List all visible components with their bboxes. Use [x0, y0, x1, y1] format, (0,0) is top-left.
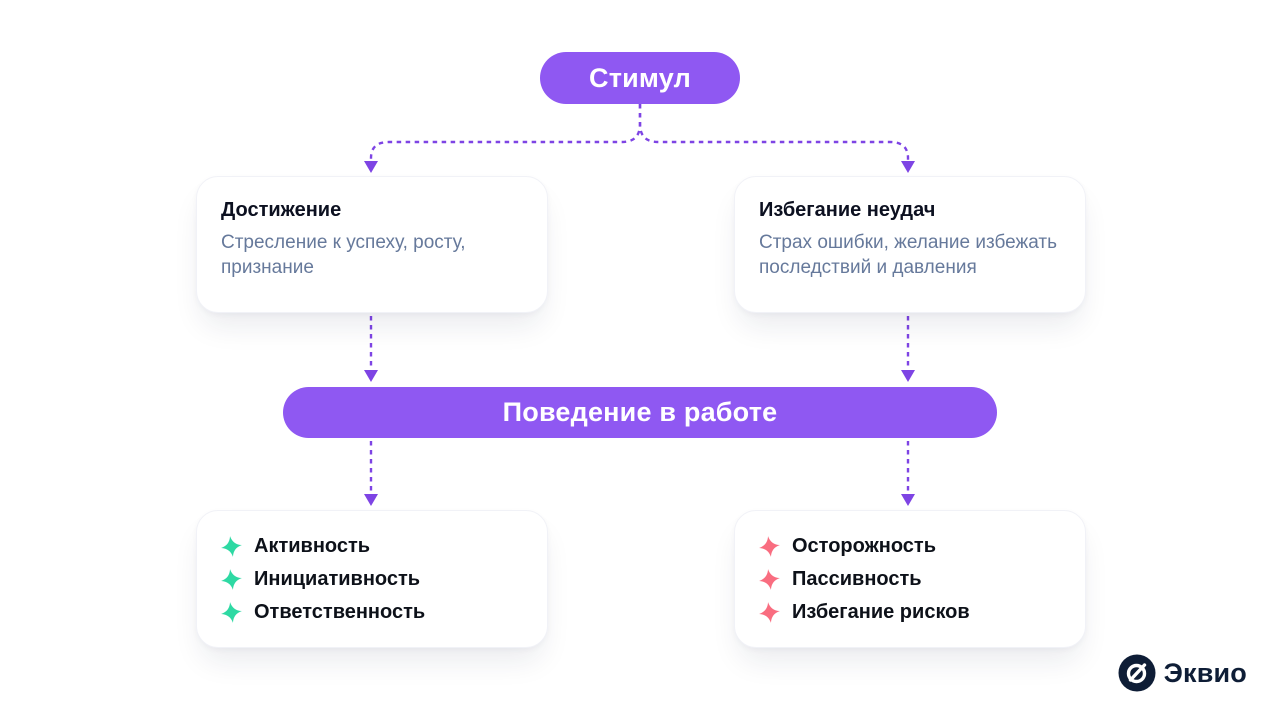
sparkle-icon — [759, 536, 780, 557]
avoidance-card: Избегание неудач Страх ошибки, желание и… — [734, 176, 1086, 313]
list-item: Активность — [221, 535, 523, 558]
avoidance-description: Страх ошибки, желание избежать последств… — [759, 232, 1057, 279]
negative-trait-label: Осторожность — [792, 535, 937, 557]
positive-trait-label: Ответственность — [254, 601, 426, 623]
sparkle-icon — [221, 536, 242, 557]
ekvio-logo-text: Эквио — [1163, 657, 1247, 688]
negative-trait-label: Избегание рисков — [792, 601, 970, 623]
stimulus-node: Стимул — [540, 52, 740, 104]
sparkle-icon — [221, 602, 242, 623]
stimulus-label: Стимул — [589, 62, 691, 93]
ekvio-logo-icon — [1118, 654, 1156, 692]
ekvio-logo: Эквио — [1118, 654, 1247, 692]
sparkle-icon — [221, 569, 242, 590]
negative-traits-card: Осторожность Пассивность Избегание риско… — [734, 510, 1086, 648]
positive-trait-label: Инициативность — [254, 568, 421, 590]
sparkle-icon — [759, 602, 780, 623]
positive-traits-card: Активность Инициативность Ответственност… — [196, 510, 548, 648]
achievement-title: Достижение — [221, 199, 342, 221]
behavior-node: Поведение в работе — [283, 387, 997, 438]
list-item: Инициативность — [221, 568, 523, 591]
achievement-card: Достижение Стресление к успеху, росту, п… — [196, 176, 548, 313]
sparkle-icon — [759, 569, 780, 590]
behavior-label: Поведение в работе — [502, 397, 778, 427]
list-item: Осторожность — [759, 535, 1061, 558]
list-item: Избегание рисков — [759, 601, 1061, 624]
positive-trait-label: Активность — [254, 535, 371, 557]
list-item: Ответственность — [221, 601, 523, 624]
list-item: Пассивность — [759, 568, 1061, 591]
achievement-description: Стресление к успеху, росту, признание — [221, 232, 466, 279]
negative-trait-label: Пассивность — [792, 568, 922, 590]
avoidance-title: Избегание неудач — [759, 199, 936, 221]
